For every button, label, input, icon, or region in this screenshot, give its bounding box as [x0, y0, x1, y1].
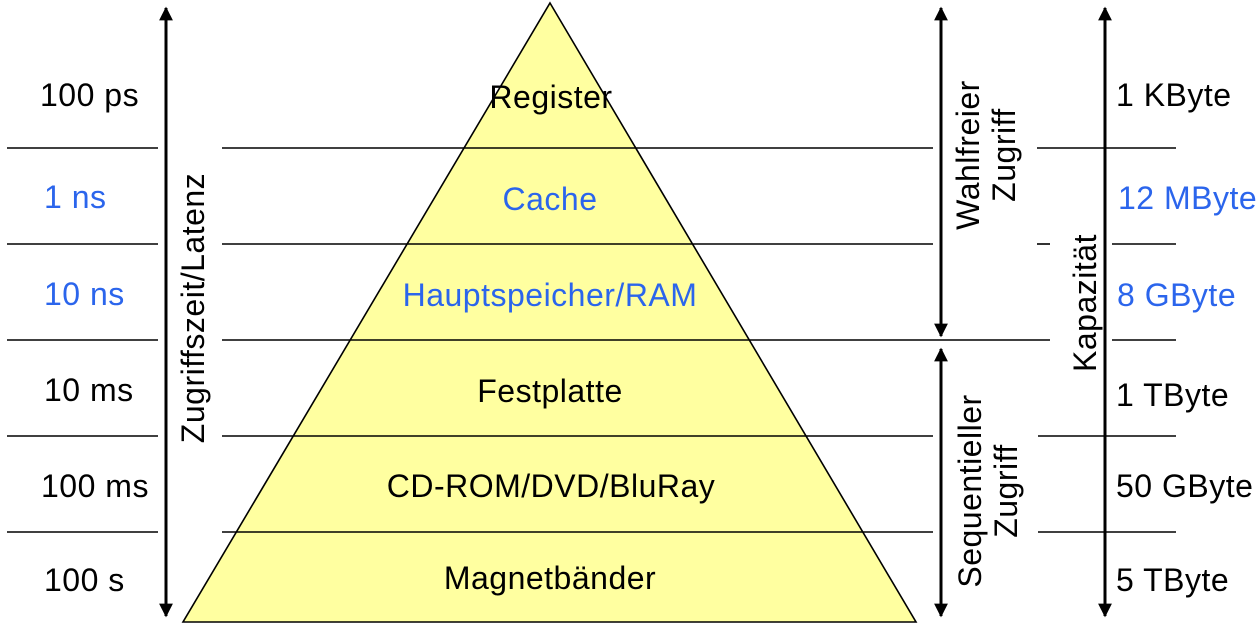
capacity-axis-label: Kapazität	[1067, 234, 1103, 372]
capacity-label-festplatte: 1 TByte	[1116, 377, 1230, 413]
sequential-access-label-line2: Zugriff	[988, 444, 1024, 538]
random-access-label: Wahlfreier Zugriff	[950, 80, 1022, 230]
level-label-magnetbaender: Magnetbänder	[443, 560, 657, 596]
latency-label-cdrom: 100 ms	[41, 468, 149, 504]
pyramid-shape	[181, 1, 918, 623]
latency-axis-label: Zugriffszeit/Latenz	[175, 172, 211, 444]
latency-label-ram: 10 ns	[44, 276, 125, 312]
latency-label-festplatte: 10 ms	[44, 372, 134, 408]
level-label-cache: Cache	[502, 181, 598, 217]
level-label-festplatte: Festplatte	[477, 373, 623, 409]
sequential-access-label-line1: Sequentieller	[952, 394, 988, 588]
latency-label-cache: 1 ns	[44, 179, 107, 215]
latency-label-register: 100 ps	[40, 77, 140, 113]
capacity-label-register: 1 KByte	[1116, 77, 1232, 113]
level-label-ram: Hauptspeicher/RAM	[402, 277, 698, 313]
latency-label-magnetbaender: 100 s	[44, 562, 125, 598]
level-label-register: Register	[489, 79, 613, 115]
sequential-access-label: Sequentieller Zugriff	[952, 394, 1024, 587]
capacity-label-cache: 12 MByte	[1118, 180, 1258, 216]
capacity-label-magnetbaender: 5 TByte	[1116, 562, 1230, 598]
random-access-label-line1: Wahlfreier	[950, 80, 986, 230]
capacity-label-ram: 8 GByte	[1117, 277, 1237, 313]
axis-arrows	[159, 6, 1112, 618]
level-label-cdrom: CD-ROM/DVD/BluRay	[386, 468, 716, 504]
capacity-label-cdrom: 50 GByte	[1116, 468, 1254, 504]
random-access-label-line2: Zugriff	[986, 108, 1022, 202]
